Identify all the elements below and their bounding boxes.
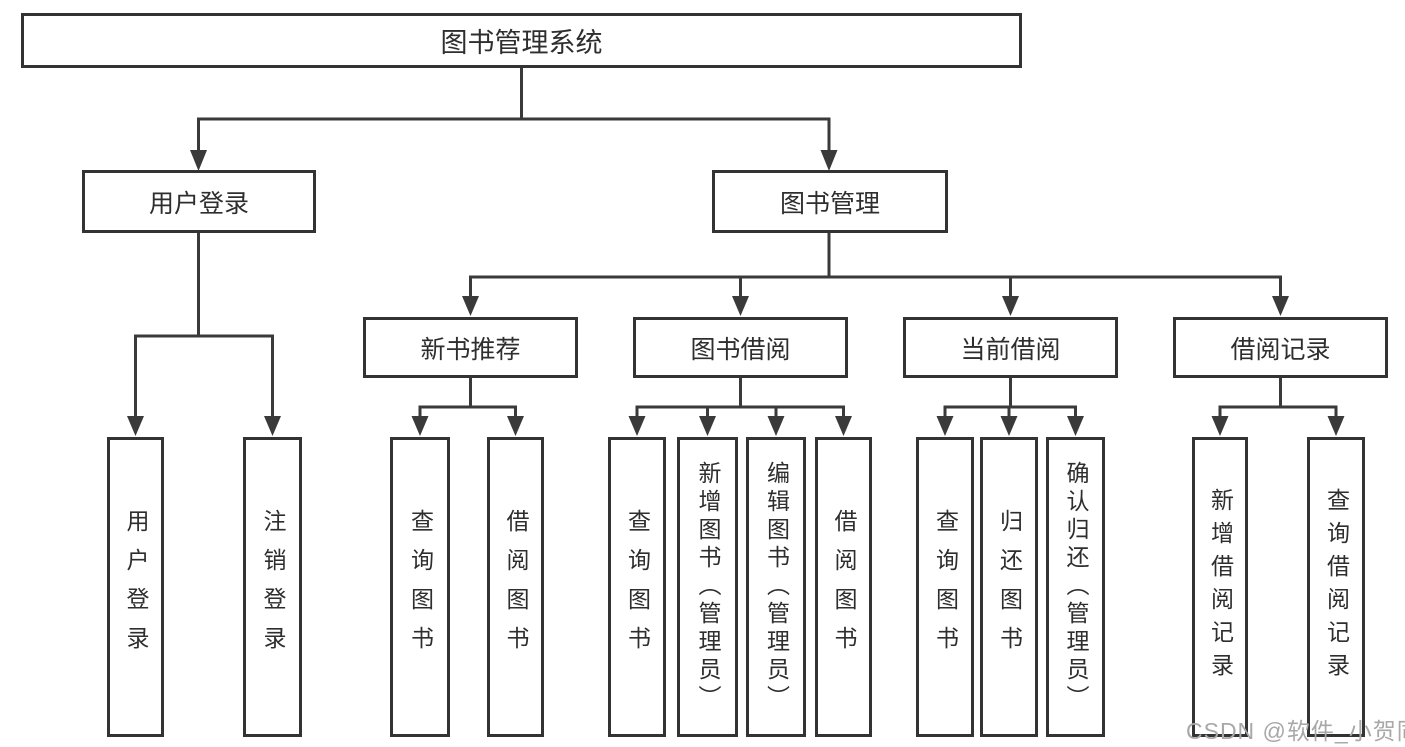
leaf-query-borrow-record: 查询借阅记录 xyxy=(1307,437,1365,737)
leaf-query-books-recommend: 查询图书 xyxy=(390,437,450,737)
leaf-user-login: 用户登录 xyxy=(107,437,164,737)
arrowheads xyxy=(127,150,1345,436)
leaf-borrow-books-borrowing: 借阅图书 xyxy=(815,437,872,737)
node-new-book-recommend: 新书推荐 xyxy=(363,317,578,378)
connector-user-to-leaves xyxy=(134,233,274,418)
connector-books-to-groups xyxy=(469,233,1282,298)
leaf-logout: 注销登录 xyxy=(243,437,302,737)
connector-group4 xyxy=(1218,378,1338,418)
connector-group3 xyxy=(943,378,1077,418)
leaf-add-borrow-record: 新增借阅记录 xyxy=(1192,437,1248,737)
leaf-confirm-return-admin: 确认归还（管理员） xyxy=(1046,437,1105,737)
leaf-return-book: 归还图书 xyxy=(980,437,1038,737)
connector-root-to-branches xyxy=(197,68,831,152)
node-current-borrowing: 当前借阅 xyxy=(903,317,1118,378)
node-root-system: 图书管理系统 xyxy=(21,13,1022,68)
csdn-watermark: CSDN @软件_小贺同学 xyxy=(1186,718,1405,744)
node-user-login-branch: 用户登录 xyxy=(82,170,316,233)
connector-group2 xyxy=(635,378,845,418)
node-book-management-branch: 图书管理 xyxy=(712,170,948,233)
leaf-borrow-books-recommend: 借阅图书 xyxy=(487,437,544,737)
leaf-edit-book-admin: 编辑图书（管理员） xyxy=(746,437,806,737)
leaf-query-books-current: 查询图书 xyxy=(916,437,974,737)
leaf-query-books-borrowing: 查询图书 xyxy=(608,437,666,737)
connector-group1 xyxy=(418,378,517,418)
leaf-add-book-admin: 新增图书（管理员） xyxy=(677,437,738,737)
node-book-borrowing: 图书借阅 xyxy=(633,317,848,378)
node-borrow-records: 借阅记录 xyxy=(1173,317,1388,378)
